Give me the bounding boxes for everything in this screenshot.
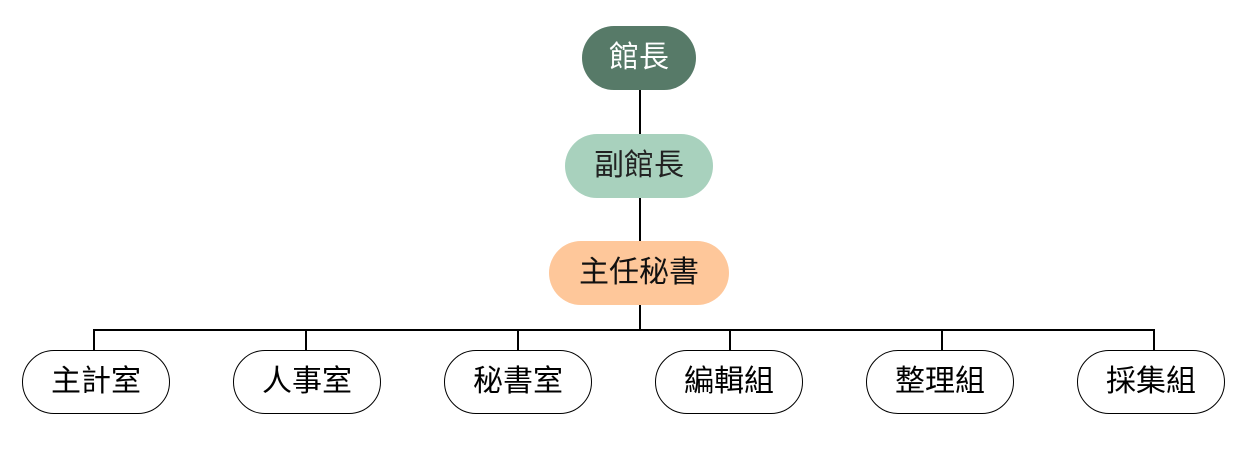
deputy-director-node: 副館長 (565, 134, 713, 198)
unit-label: 主計室 (51, 364, 141, 399)
unit-label: 人事室 (262, 364, 352, 399)
unit-node-collection: 採集組 (1077, 350, 1225, 414)
unit-label: 編輯組 (684, 364, 774, 399)
deputy-director-label: 副館長 (594, 148, 684, 183)
unit-node-secretariat: 秘書室 (444, 350, 592, 414)
chief-secretary-node: 主任秘書 (549, 241, 729, 305)
unit-node-accounting: 主計室 (22, 350, 170, 414)
chief-secretary-label: 主任秘書 (579, 255, 699, 290)
unit-node-personnel: 人事室 (233, 350, 381, 414)
unit-label: 秘書室 (473, 364, 563, 399)
unit-label: 整理組 (895, 364, 985, 399)
unit-node-editing: 編輯組 (655, 350, 803, 414)
director-node: 館長 (582, 26, 696, 90)
unit-label: 採集組 (1106, 364, 1196, 399)
director-label: 館長 (609, 40, 669, 75)
unit-node-processing: 整理組 (866, 350, 1014, 414)
